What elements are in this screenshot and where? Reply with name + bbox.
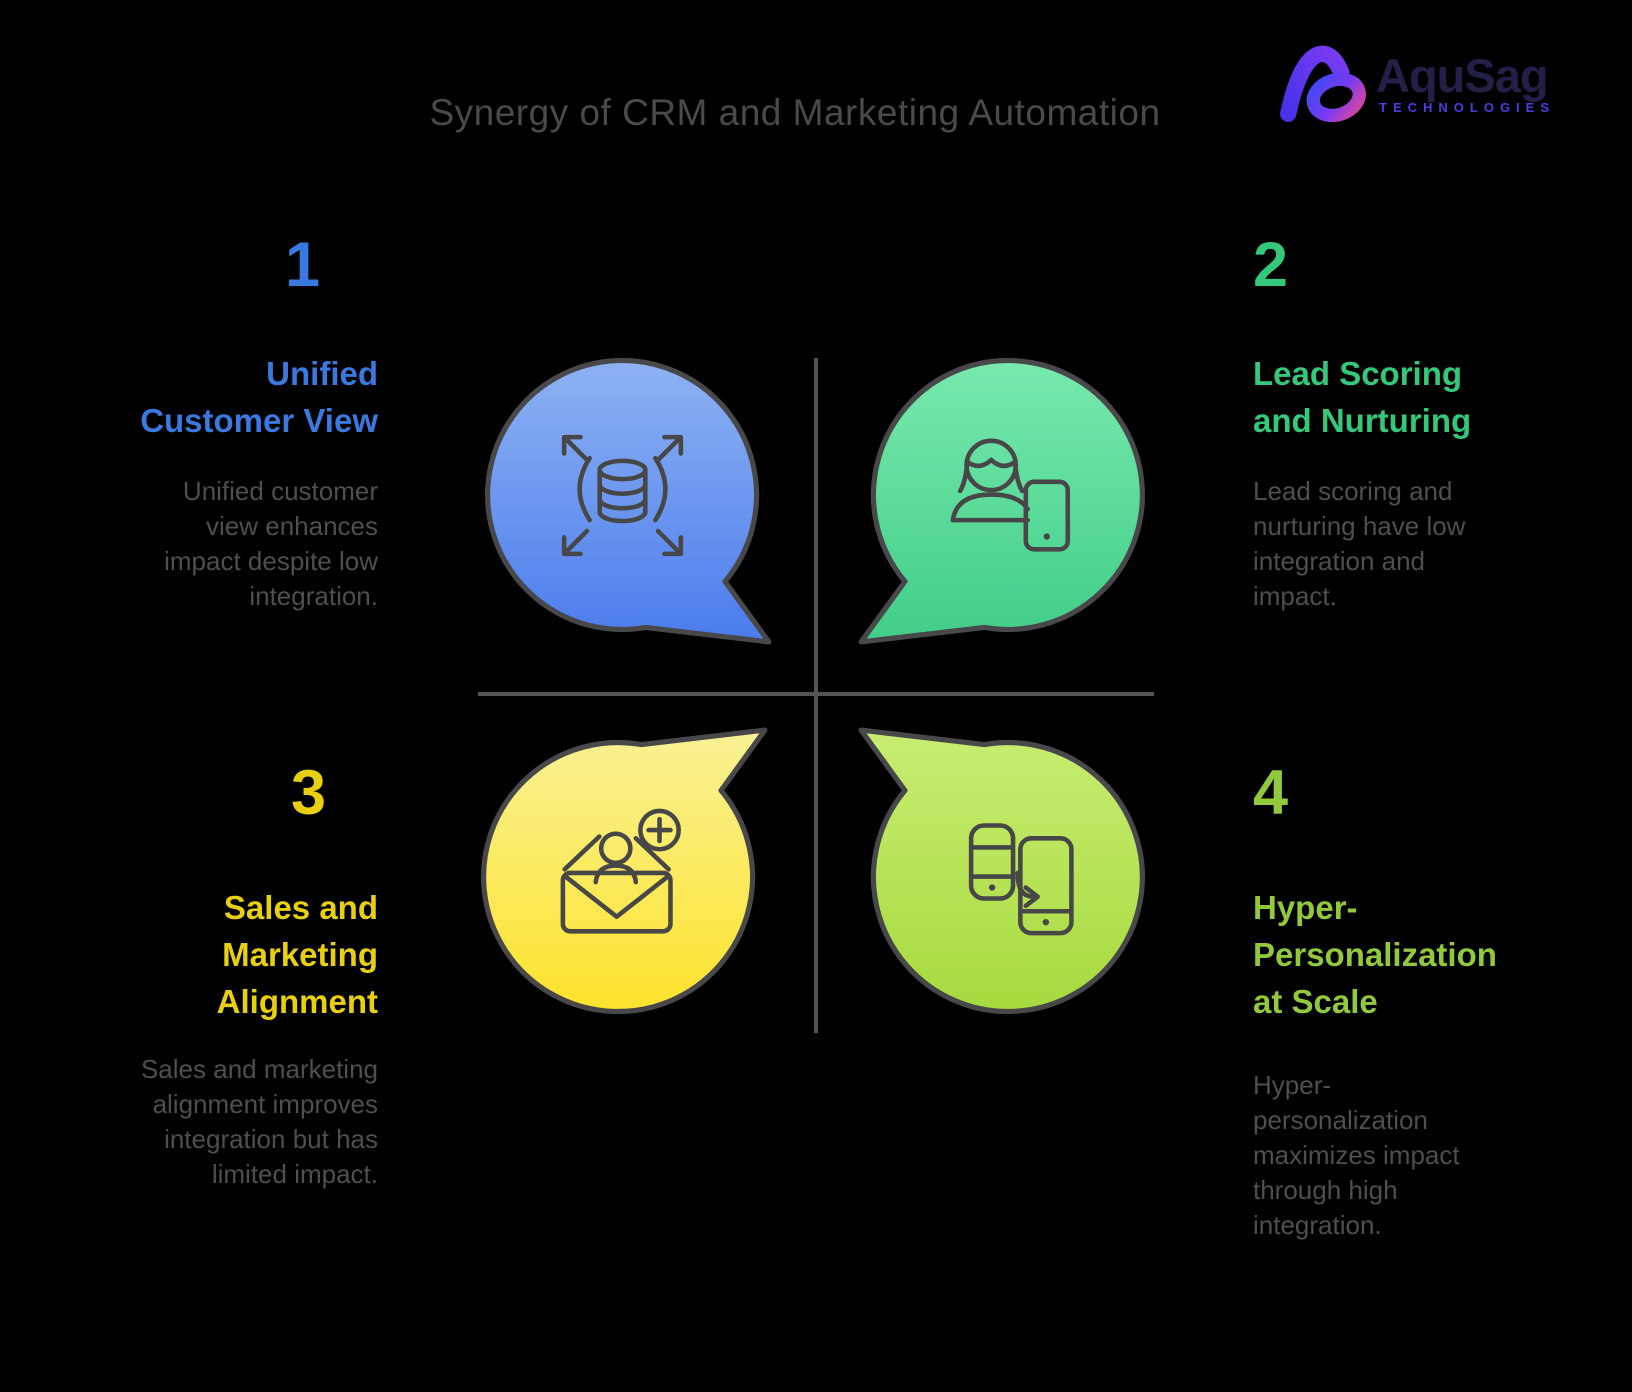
bubble-unified-customer-view bbox=[472, 345, 772, 645]
quadrant-4-number: 4 bbox=[1253, 758, 1289, 828]
quadrant-3-description: Sales and marketing alignment improves i… bbox=[140, 1054, 378, 1189]
quadrant-3-heading: Sales and Marketing Alignment bbox=[216, 889, 378, 1020]
bubble-sales-marketing-alignment bbox=[468, 727, 768, 1027]
bubble-lead-scoring bbox=[858, 345, 1158, 645]
bubble-hyper-personalization bbox=[858, 727, 1158, 1027]
aqusag-logo-icon bbox=[1280, 45, 1366, 122]
device-sync-icon bbox=[968, 822, 1074, 935]
page-title: Synergy of CRM and Marketing Automation bbox=[429, 92, 1161, 133]
quadrant-2-number: 2 bbox=[1253, 230, 1289, 300]
customer-device-icon bbox=[950, 438, 1070, 552]
logo-subtitle: TECHNOLOGIES bbox=[1379, 100, 1556, 115]
database-expand-icon bbox=[561, 434, 683, 556]
quadrant-1-heading: Unified Customer View bbox=[140, 355, 378, 439]
email-add-contact-icon bbox=[560, 808, 681, 934]
quadrant-4-heading: Hyper- Personalization at Scale bbox=[1253, 889, 1497, 1020]
quadrant-2-description: Lead scoring and nurturing have low inte… bbox=[1253, 476, 1466, 611]
speech-bubble-shape bbox=[858, 357, 1145, 645]
speech-bubble-shape bbox=[858, 727, 1145, 1015]
quadrant-4-description: Hyper- personalization maximizes impact … bbox=[1253, 1070, 1460, 1240]
quadrant-3-number: 3 bbox=[290, 758, 326, 828]
quadrant-1-description: Unified customer view enhances impact de… bbox=[164, 476, 378, 611]
speech-bubble-shape bbox=[485, 357, 772, 645]
logo-name: AquSag bbox=[1376, 49, 1549, 102]
quadrant-1-number: 1 bbox=[284, 230, 320, 300]
quadrant-2-heading: Lead Scoring and Nurturing bbox=[1253, 355, 1472, 439]
